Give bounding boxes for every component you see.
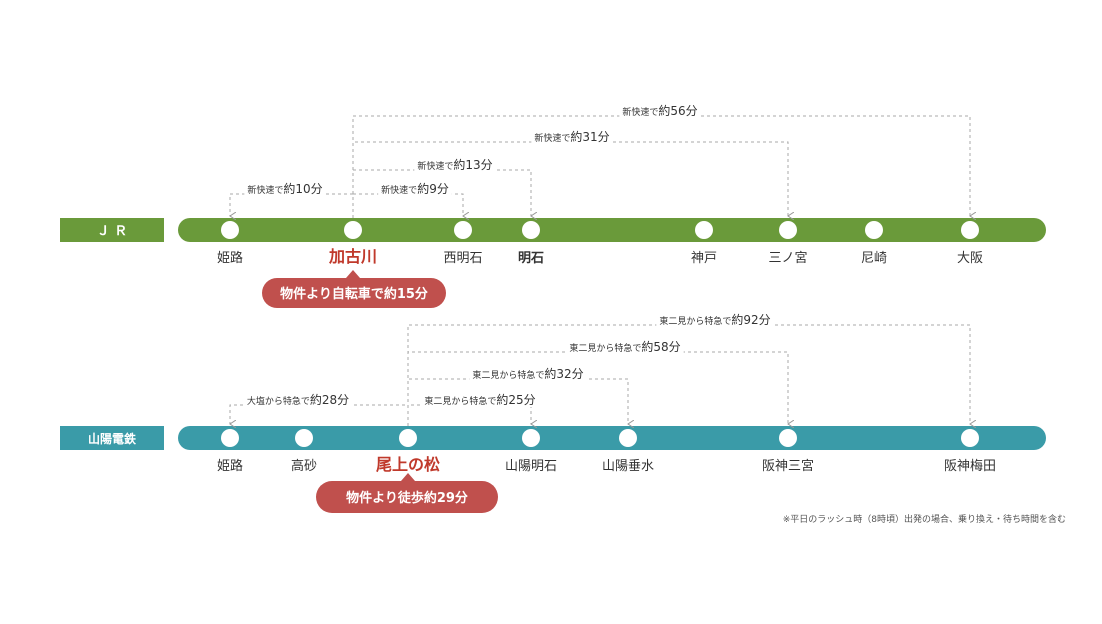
jr-route-connector bbox=[352, 141, 788, 218]
jr-route-label: 新快速で約56分 bbox=[622, 103, 697, 118]
sanyo-station-marker bbox=[961, 429, 979, 447]
sanyo-route-label: 東二見から特急で約25分 bbox=[424, 392, 535, 407]
jr-station-name: 大阪 bbox=[957, 251, 983, 266]
sanyo-station-marker bbox=[619, 429, 637, 447]
sanyo-route-connector bbox=[230, 404, 409, 426]
jr-badge-pointer bbox=[346, 270, 360, 278]
jr-route-label-bg bbox=[531, 130, 613, 144]
sanyo-station-marker bbox=[779, 429, 797, 447]
sanyo-station-marker bbox=[295, 429, 313, 447]
jr-station-marker bbox=[865, 221, 883, 239]
sanyo-route-label: 東二見から特急で約32分 bbox=[472, 366, 583, 381]
sanyo-route-label-bg bbox=[469, 367, 587, 381]
sanyo-route-label: 東二見から特急で約92分 bbox=[659, 312, 770, 327]
jr-station-name: 三ノ宮 bbox=[768, 250, 807, 266]
sanyo-line-group: 山陽電鉄 姫路 高砂 尾上の松 山陽明石 山陽垂水 阪神三宮 阪神梅田 東二見から特急で約9… bbox=[60, 312, 1046, 513]
jr-route-connector bbox=[230, 193, 354, 218]
jr-route-label: 新快速で約10分 bbox=[247, 181, 322, 196]
sanyo-route-label: 東二見から特急で約58分 bbox=[569, 339, 680, 354]
sanyo-line-label-box bbox=[60, 426, 164, 450]
jr-line-label: Ｊ Ｒ bbox=[97, 224, 128, 239]
jr-track bbox=[178, 218, 1046, 242]
sanyo-route-label-bg bbox=[656, 313, 774, 327]
sanyo-route-label-bg bbox=[243, 393, 353, 407]
jr-station-marker bbox=[221, 221, 239, 239]
jr-station-name: 加古川 bbox=[328, 247, 377, 266]
sanyo-station-name: 山陽垂水 bbox=[602, 459, 654, 474]
sanyo-station-marker bbox=[221, 429, 239, 447]
jr-badge-text: 物件より自転車で約15分 bbox=[280, 286, 428, 302]
jr-station-name: 西明石 bbox=[443, 251, 482, 266]
sanyo-line-label: 山陽電鉄 bbox=[88, 431, 136, 446]
jr-station-marker bbox=[695, 221, 713, 239]
sanyo-route-label-bg bbox=[566, 340, 684, 354]
sanyo-route-connector bbox=[407, 351, 788, 426]
jr-route-label: 新快速で約9分 bbox=[381, 181, 449, 196]
jr-station-marker bbox=[454, 221, 472, 239]
jr-route-label: 新快速で約13分 bbox=[417, 157, 492, 172]
sanyo-badge-text: 物件より徒歩約29分 bbox=[346, 490, 468, 506]
sanyo-track bbox=[178, 426, 1046, 450]
sanyo-station-name: 姫路 bbox=[217, 458, 243, 474]
sanyo-station-name: 阪神三宮 bbox=[762, 458, 814, 474]
jr-line-label-box bbox=[60, 218, 164, 242]
sanyo-station-name: 尾上の松 bbox=[376, 455, 440, 474]
sanyo-station-name: 阪神梅田 bbox=[944, 459, 996, 474]
sanyo-route-label-bg bbox=[421, 393, 539, 407]
jr-route-label-bg bbox=[244, 182, 326, 196]
jr-station-marker bbox=[344, 221, 362, 239]
sanyo-route-label: 大塩から特急で約28分 bbox=[247, 392, 349, 407]
jr-route-label-bg bbox=[414, 158, 496, 172]
sanyo-station-name: 高砂 bbox=[291, 458, 317, 474]
sanyo-badge-box bbox=[316, 481, 498, 513]
jr-line-group: Ｊ Ｒ 姫路 加古川 西明石 明石 神戸 三ノ宮 尼崎 大阪 新快速で約56分新快速で約31分… bbox=[60, 103, 1046, 308]
sanyo-badge-pointer bbox=[401, 473, 415, 481]
jr-stations: 姫路 加古川 西明石 明石 神戸 三ノ宮 尼崎 大阪 bbox=[217, 221, 983, 266]
jr-station-marker bbox=[779, 221, 797, 239]
jr-access-badge: 物件より自転車で約15分 bbox=[262, 270, 446, 308]
jr-station-name: 尼崎 bbox=[861, 251, 887, 266]
sanyo-station-marker bbox=[399, 429, 417, 447]
jr-station-marker bbox=[522, 221, 540, 239]
jr-badge-box bbox=[262, 278, 446, 308]
sanyo-access-badge: 物件より徒歩約29分 bbox=[316, 473, 498, 513]
jr-station-name: 神戸 bbox=[691, 251, 717, 266]
jr-station-name: 明石 bbox=[518, 251, 544, 266]
sanyo-routes: 東二見から特急で約92分東二見から特急で約58分東二見から特急で約32分大塩から… bbox=[230, 312, 970, 426]
jr-route-label: 新快速で約31分 bbox=[534, 129, 609, 144]
jr-route-label-bg bbox=[378, 182, 452, 196]
footnote: ※平日のラッシュ時（8時頃）出発の場合、乗り換え・待ち時間を含む bbox=[783, 513, 1066, 525]
sanyo-station-marker bbox=[522, 429, 540, 447]
sanyo-stations: 姫路 高砂 尾上の松 山陽明石 山陽垂水 阪神三宮 阪神梅田 bbox=[217, 429, 996, 474]
jr-route-label-bg bbox=[619, 104, 701, 118]
jr-route-connector bbox=[352, 193, 463, 218]
sanyo-station-name: 山陽明石 bbox=[505, 459, 557, 474]
jr-station-name: 姫路 bbox=[217, 250, 243, 266]
sanyo-route-connector bbox=[407, 404, 531, 426]
jr-station-marker bbox=[961, 221, 979, 239]
